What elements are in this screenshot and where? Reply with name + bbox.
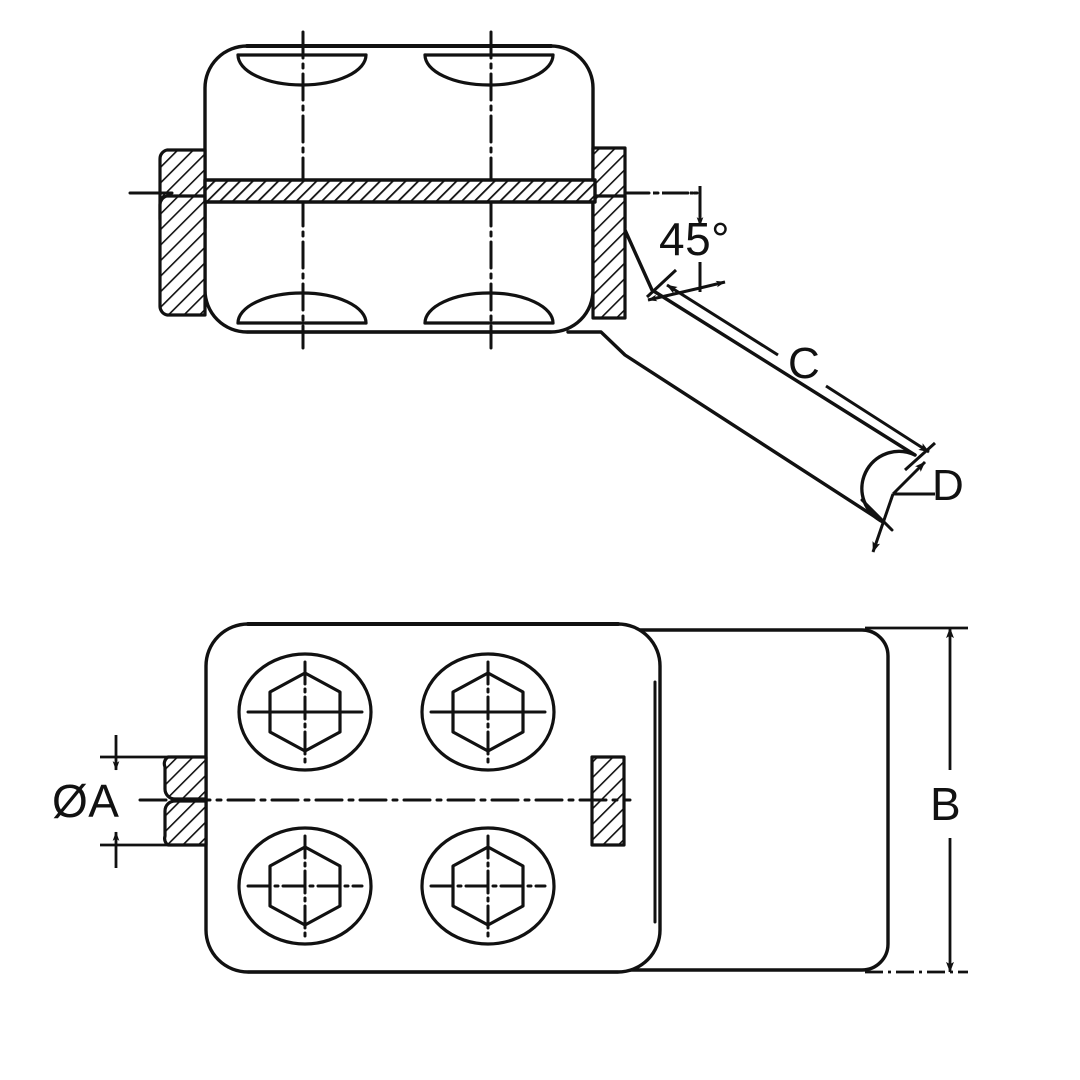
angle-leg-left: [647, 286, 701, 302]
front-plan-view: [138, 622, 890, 974]
barrel-outline-plan: [498, 628, 890, 972]
dimension-a: [100, 735, 206, 868]
dimension-c-witness-end: [903, 441, 937, 472]
dimension-d: [871, 460, 935, 553]
bolt-head-section-left: [128, 148, 207, 317]
dimension-c-label: C: [788, 339, 820, 388]
bolt-chamfer-arc-top-right: [423, 53, 555, 87]
angle-dimension-45: [625, 186, 726, 302]
bolt-head-bottom-right: [420, 826, 556, 946]
bolt-head-section-right: [591, 146, 627, 320]
barrel-tip-seam: [860, 498, 894, 532]
bolt-chamfer-arc-bottom-right: [423, 291, 555, 325]
dimension-c-witness-start: [645, 268, 678, 299]
bolt-head-top-left: [237, 652, 373, 772]
bolt-head-bottom-left: [237, 826, 373, 946]
barrel-tip-arc: [860, 449, 917, 524]
dimension-d-line-b: [871, 493, 895, 553]
dimension-b: [865, 626, 968, 974]
dimension-d-label: D: [932, 461, 964, 510]
angle-leg-right: [699, 280, 726, 290]
through-bolt-shank-section: [203, 178, 597, 204]
dimension-d-line-a: [891, 460, 927, 496]
bolt-head-top-right: [420, 652, 556, 772]
side-elevation-view: [128, 30, 917, 532]
angle-label-45: 45°: [659, 213, 730, 265]
dimension-c-line-a: [666, 283, 779, 357]
barrel-arm-lower-edge: [566, 330, 885, 524]
dimension-a-label: ØA: [52, 775, 119, 827]
dimension-c: [645, 268, 937, 472]
dimension-b-label: B: [930, 778, 961, 830]
dimension-c-line-b: [825, 384, 930, 454]
